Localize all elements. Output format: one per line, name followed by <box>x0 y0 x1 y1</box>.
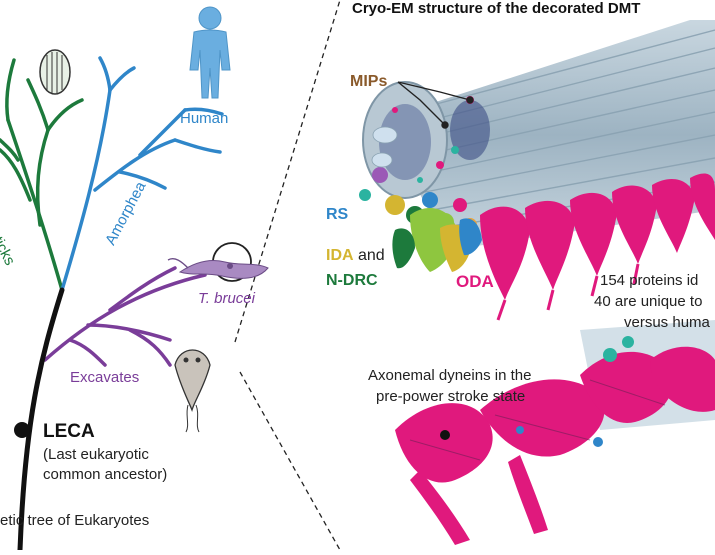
stats-line-2: 40 are unique to <box>594 293 703 310</box>
label-oda: ODA <box>456 272 494 291</box>
tree-caption: etic tree of Eukaryotes <box>0 512 150 529</box>
oda-dynein-arms <box>480 173 715 321</box>
label-ida-and: and <box>353 247 385 264</box>
trypanosome-icon <box>167 242 269 282</box>
axonemal-dynein-structure <box>395 320 715 545</box>
diatom-icon <box>39 49 71 95</box>
clade-label-excavates: Excavates <box>70 369 140 386</box>
label-rs: RS <box>326 206 349 223</box>
leca-node <box>14 422 30 438</box>
label-ndrc: N-DRC <box>326 272 378 289</box>
diaphoretickes-branches <box>0 58 84 292</box>
excavates-branches <box>43 266 207 367</box>
ida-ndrc-cluster <box>392 207 482 272</box>
stats-line-1: 154 proteins id <box>600 272 699 289</box>
leca-label: LECA <box>43 421 95 442</box>
excavate-protist-icon <box>174 349 211 433</box>
structure-title: Cryo-EM structure of the decorated DMT <box>352 0 641 17</box>
tree-trunk <box>17 287 65 553</box>
label-mips: MIPs <box>350 73 388 90</box>
mips-callout-lines <box>397 81 474 129</box>
human-figure-icon <box>189 6 231 99</box>
zoom-dashed-line-lower <box>239 371 341 551</box>
taxon-label-trypanosome: T. brucei <box>198 290 255 307</box>
zoom-dashed-line-upper <box>234 0 341 343</box>
label-ida: IDA <box>326 247 354 264</box>
dynein-note-line-1: Axonemal dyneins in the <box>368 367 532 384</box>
leca-description-line-1: (Last eukaryotic <box>43 446 149 463</box>
stats-line-3: versus huma <box>624 314 710 331</box>
amorphea-branches <box>60 56 224 292</box>
dynein-note-line-2: pre-power stroke state <box>376 388 526 405</box>
leca-description-line-2: common ancestor) <box>43 466 168 483</box>
label-ida-line: IDA and <box>326 247 385 265</box>
taxon-label-human: Human <box>180 110 229 127</box>
